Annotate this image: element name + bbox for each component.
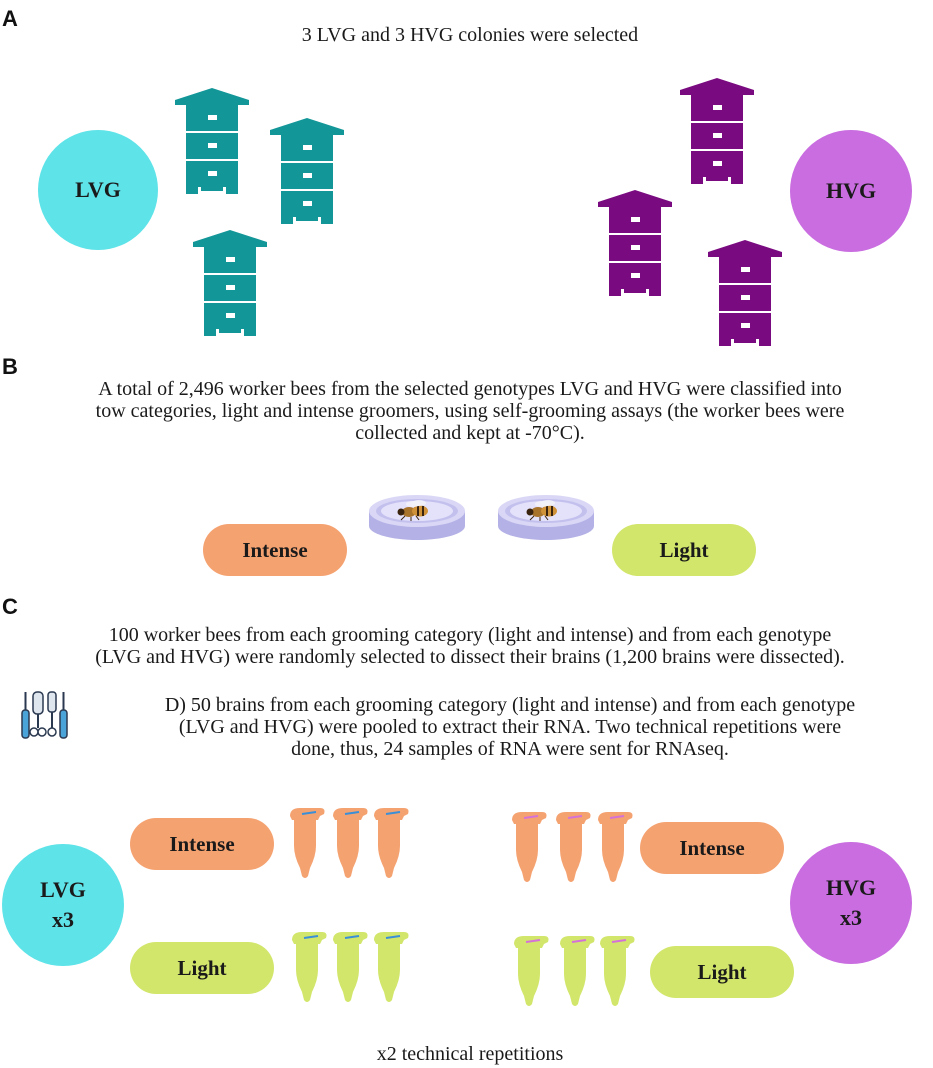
intense-label: Intense xyxy=(169,831,235,856)
section-d-text: D) 50 brains from each grooming category… xyxy=(164,694,856,760)
intense-label: Intense xyxy=(242,537,308,562)
microtube-icon xyxy=(514,936,549,1006)
section-c-text: 100 worker bees from each grooming categ… xyxy=(95,624,845,668)
section-a-title: 3 LVG and 3 HVG colonies were selected xyxy=(301,24,639,46)
panel-letter-a: A xyxy=(2,6,18,31)
hvg-x3-circle: HVG x3 xyxy=(790,842,912,964)
intense-pill-b: Intense xyxy=(203,524,347,576)
lvg-x3-label: LVG x3 xyxy=(40,877,86,932)
hvg-label: HVG xyxy=(825,178,877,203)
lvg-label: LVG xyxy=(75,177,121,202)
lvg-x3-circle: LVG x3 xyxy=(2,844,124,966)
microtube-icon xyxy=(333,808,368,878)
intense-label: Intense xyxy=(679,835,745,860)
panel-letter-c: C xyxy=(2,594,18,619)
microtube-icon xyxy=(374,932,409,1002)
light-label: Light xyxy=(177,955,227,980)
microtube-icon xyxy=(556,812,591,882)
microtube-icon xyxy=(374,808,409,878)
microtube-icon xyxy=(560,936,595,1006)
microtube-icon xyxy=(290,808,325,878)
footer-note: x2 technical repetitions xyxy=(376,1043,564,1065)
lvg-circle: LVG xyxy=(38,130,158,250)
light-pill-right: Light xyxy=(650,946,794,998)
light-pill-b: Light xyxy=(612,524,756,576)
microtube-icon xyxy=(600,936,635,1006)
light-pill-left: Light xyxy=(130,942,274,994)
microtube-icon xyxy=(333,932,368,1002)
microtube-icon xyxy=(292,932,327,1002)
microtube-icon xyxy=(598,812,633,882)
panel-letter-b: B xyxy=(2,354,18,379)
section-b-text: A total of 2,496 worker bees from the se… xyxy=(95,378,845,444)
light-label: Light xyxy=(659,537,709,562)
intense-pill-left: Intense xyxy=(130,818,274,870)
microtube-icon xyxy=(512,812,547,882)
light-label: Light xyxy=(697,959,747,984)
hvg-x3-label: HVG x3 xyxy=(825,875,877,930)
intense-pill-right: Intense xyxy=(640,822,784,874)
hvg-circle: HVG xyxy=(790,130,912,252)
